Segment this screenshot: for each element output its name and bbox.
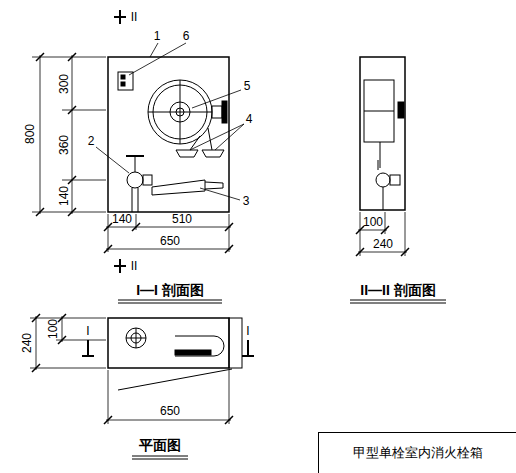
- drawing-label: 5: [244, 80, 251, 92]
- drawing-label: 300: [58, 74, 70, 94]
- drawing-label: 100: [47, 319, 59, 339]
- drawing-label: 360: [58, 135, 70, 155]
- drawing-label: I: [86, 325, 89, 337]
- dimension-line: [358, 212, 407, 256]
- dimension-line: [106, 214, 231, 252]
- drawing-label: I: [246, 325, 249, 337]
- drawing-label: 100: [363, 216, 383, 228]
- drawing-label: 6: [183, 30, 190, 42]
- drawing-label: 800: [24, 124, 36, 144]
- leader-line: [96, 43, 244, 200]
- cabinet-side: [360, 57, 405, 210]
- drawing-label: 650: [160, 405, 180, 417]
- drawing-label: 650: [160, 235, 180, 247]
- hydrant-valve: [126, 156, 152, 212]
- drawing-label: 2: [88, 135, 95, 147]
- drawing-label: 240: [21, 333, 33, 353]
- drawing-label: II: [131, 11, 138, 23]
- view-caption: 平面图: [139, 438, 181, 452]
- title-block: 甲型单栓室内消火栓箱: [318, 432, 516, 473]
- cabinet-plan: [108, 318, 242, 390]
- section-mark: [82, 340, 254, 356]
- view-caption: II—II 剖面图: [360, 283, 435, 297]
- drawing-label: 1: [154, 30, 161, 42]
- drawing-label: 510: [172, 213, 192, 225]
- title-text: 甲型单栓室内消火栓箱: [353, 444, 483, 462]
- drawing-label: 3: [243, 195, 250, 207]
- dimension-line: [32, 55, 106, 214]
- hose-reel: [148, 80, 227, 150]
- indicator-box: [118, 72, 133, 90]
- drawing-label: II: [131, 260, 138, 272]
- view-caption: I—I 剖面图: [136, 283, 204, 297]
- cabinet-front: [108, 57, 229, 212]
- drawing-label: 240: [373, 238, 393, 250]
- drawing-label: 4: [246, 113, 253, 125]
- section-mark: [114, 10, 126, 273]
- nozzle: [176, 150, 224, 157]
- drawing-label: 140: [112, 213, 132, 225]
- dimension-line: [30, 316, 231, 424]
- drawing-label: 140: [58, 186, 70, 206]
- fire-nozzle: [152, 180, 223, 195]
